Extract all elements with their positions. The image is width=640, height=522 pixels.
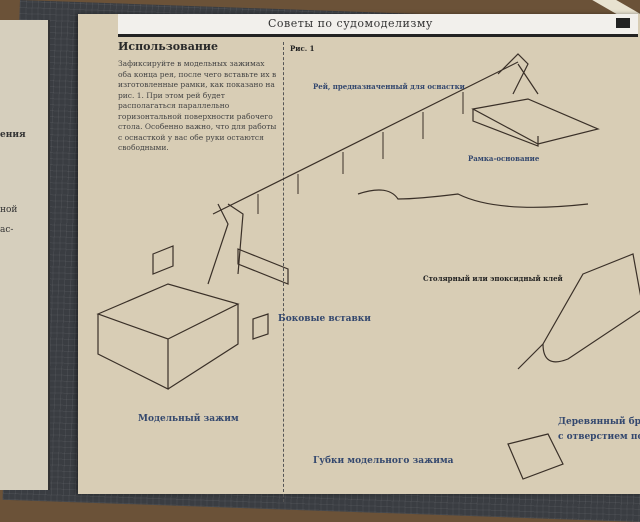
magazine-page: Советы по судомоделизму Использование За…: [78, 14, 640, 502]
right-clamp: [497, 53, 539, 95]
callout-wood-block: Деревянный брусок: [558, 417, 640, 427]
fragment: ной: [0, 205, 18, 215]
callout-wood-block-2: с отверстием по це: [558, 432, 640, 442]
wood-block: [507, 433, 564, 480]
header-title: Советы по судомоделизму: [268, 17, 433, 30]
rigging-line: [357, 189, 589, 208]
callout-clamp-jaws: Губки модельного зажима: [313, 456, 454, 466]
page-header: Советы по судомоделизму: [118, 14, 638, 37]
callout-model-clamp: Модельный зажим: [138, 414, 239, 424]
logo-icon: [616, 18, 630, 28]
side-inserts: [152, 245, 289, 340]
section-title: Использование: [118, 40, 219, 53]
left-block: [96, 283, 240, 390]
callout-yard: Рей, предназначенный для оснастки: [313, 82, 465, 91]
illustration: [96, 53, 640, 480]
callout-glue: Столярный или эпоксидный клей: [423, 274, 563, 283]
glue-tube: [517, 253, 640, 370]
left-clamp: [207, 203, 244, 285]
section-body: Зафиксируйте в модельных зажимах оба кон…: [118, 59, 277, 152]
yard-line: [212, 61, 519, 215]
column-divider: [283, 42, 284, 502]
callout-side-inserts: Боковые вставки: [278, 314, 371, 324]
fragment: ения: [0, 130, 26, 140]
left-page: ения ной ас-: [0, 20, 50, 490]
base-frame: [471, 98, 600, 147]
callout-base-frame: Рамка-основание: [468, 154, 540, 163]
figure-label: Рис. 1: [290, 44, 315, 53]
fragment: ас-: [0, 225, 14, 235]
